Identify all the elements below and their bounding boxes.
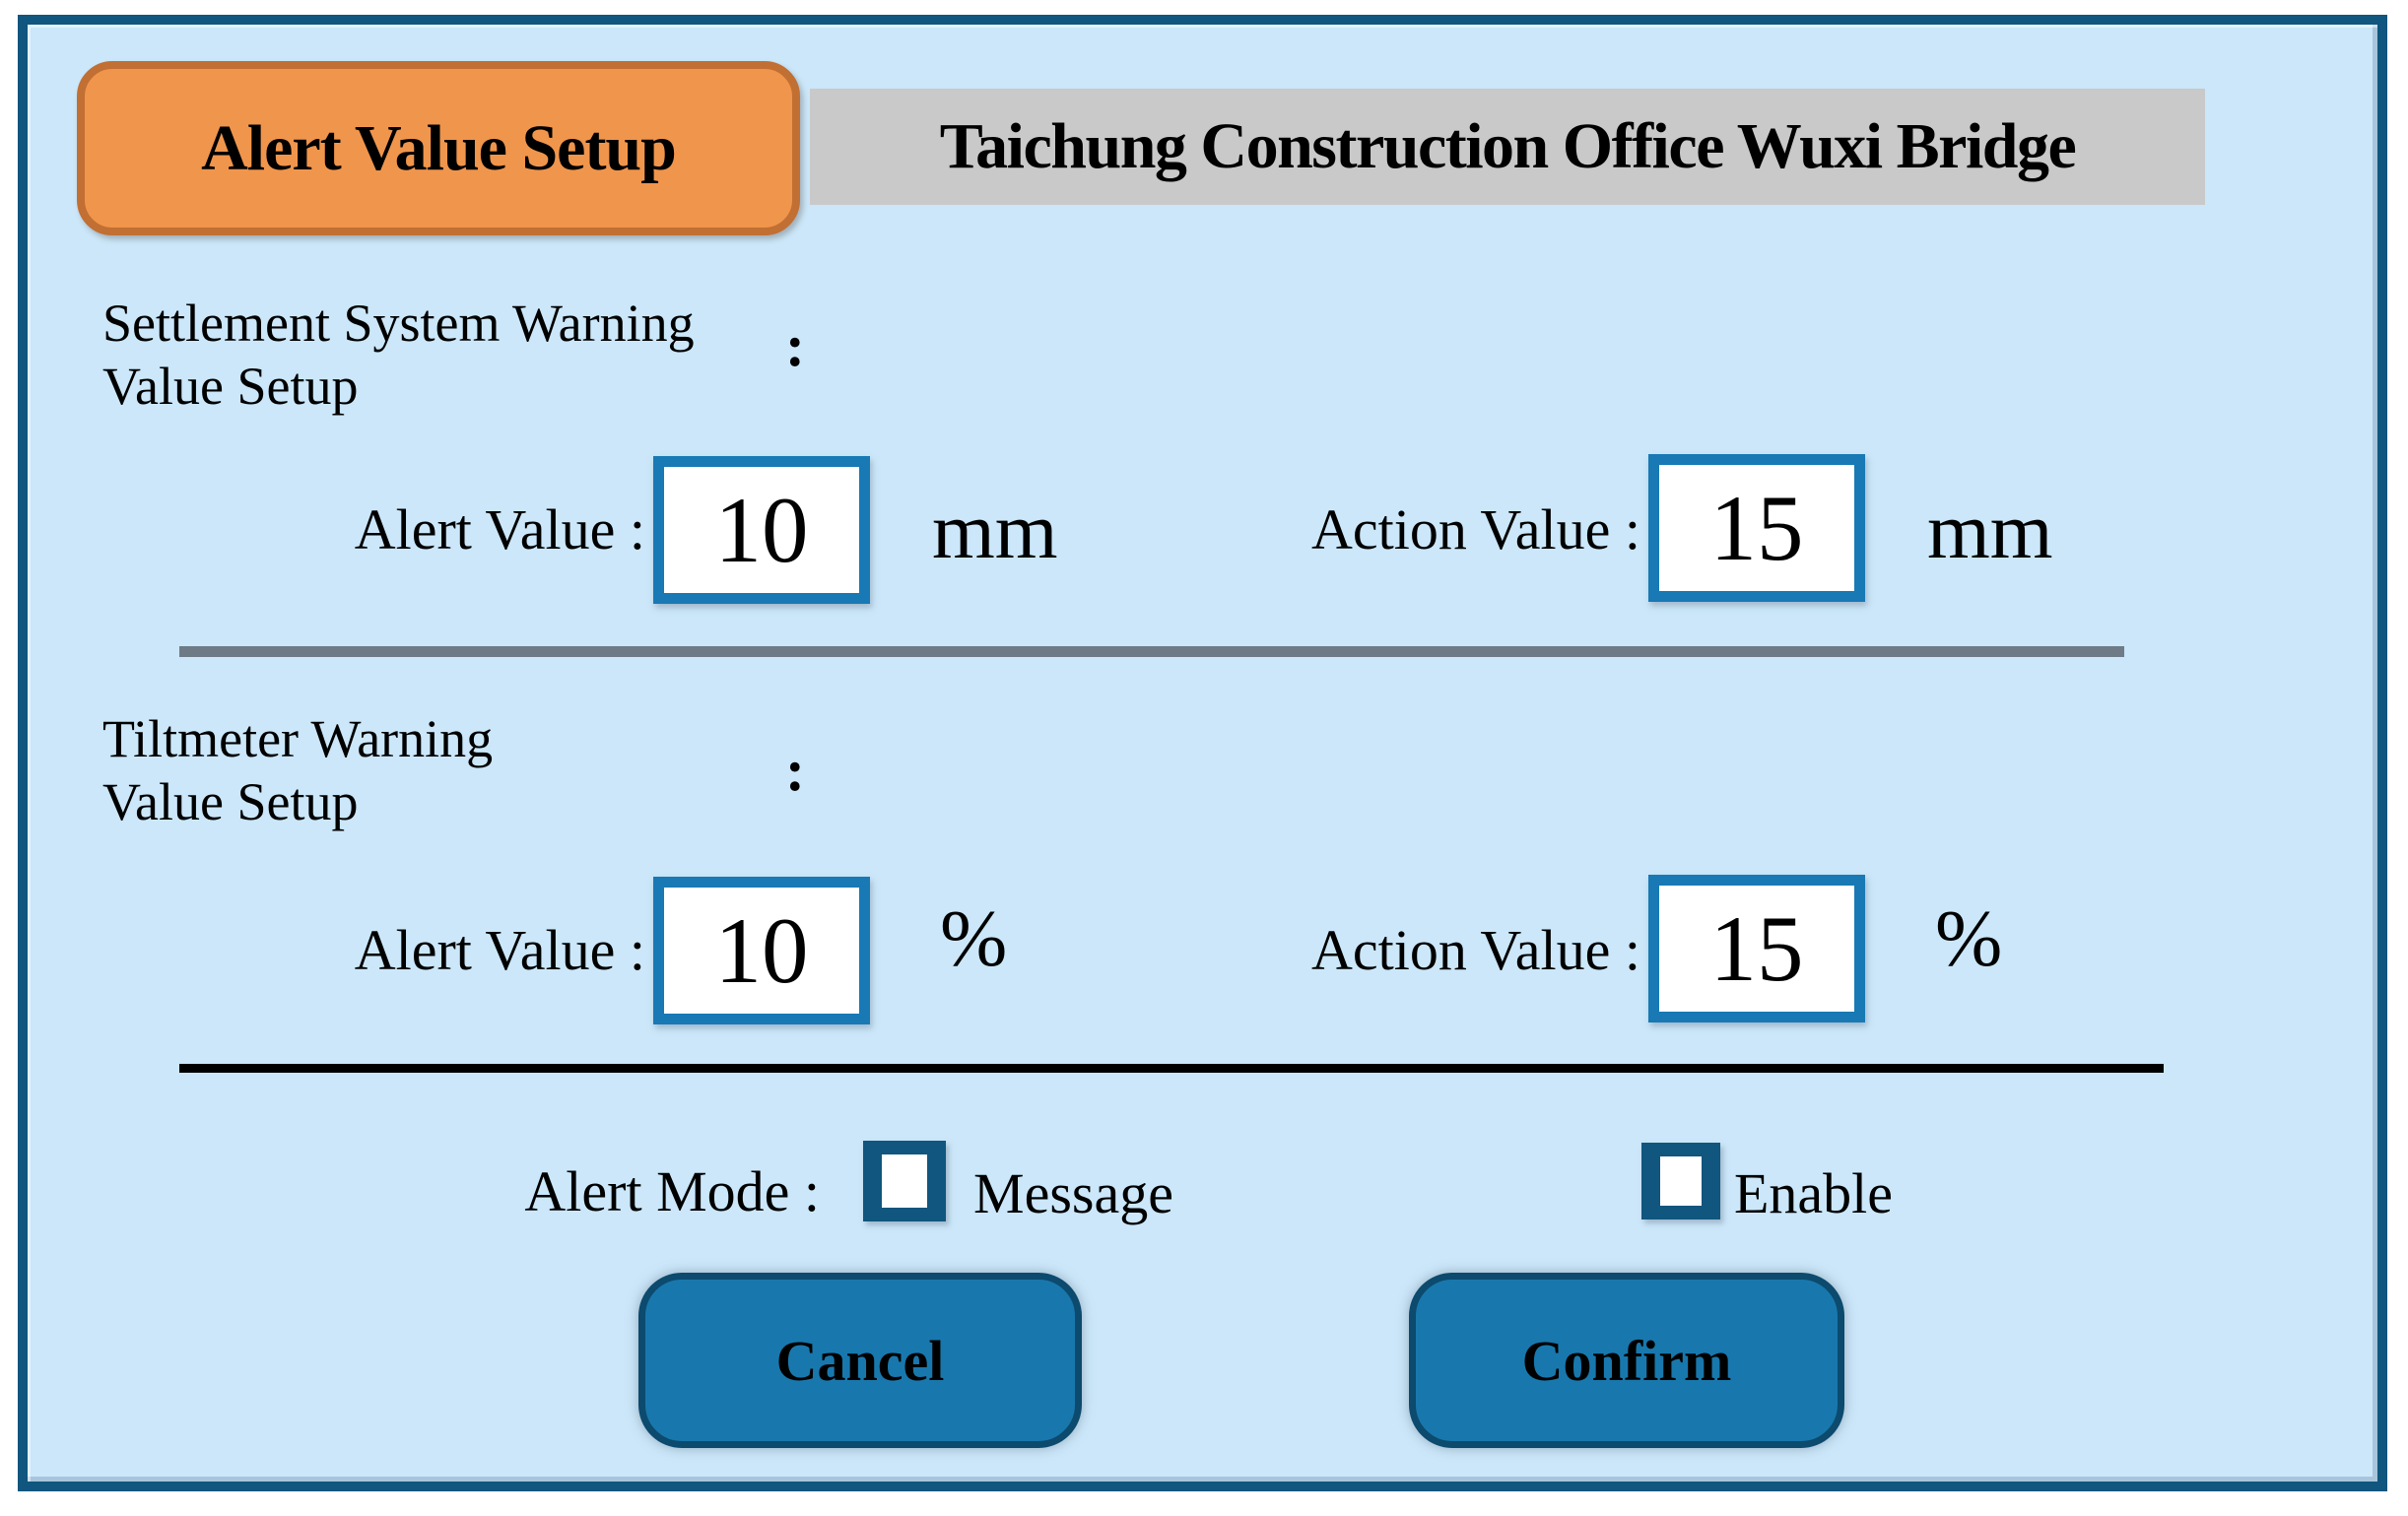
tiltmeter-alert-value-label: Alert Value : [354,918,645,982]
tiltmeter-heading-line1: Tiltmeter Warning [102,709,494,768]
tiltmeter-action-value-input[interactable] [1648,875,1865,1022]
tiltmeter-action-value-unit: % [1935,893,2003,983]
settlement-action-value-unit: mm [1927,486,2053,575]
message-checkbox-label: Message [973,1161,1173,1225]
settlement-alert-value-label: Alert Value : [354,497,645,561]
section-divider-bottom [179,1064,2164,1073]
tiltmeter-action-value-label: Action Value : [1311,918,1640,982]
tiltmeter-heading-line2: Value Setup [102,772,359,831]
settlement-alert-value-input[interactable] [653,456,870,604]
tiltmeter-alert-value-unit: % [940,893,1008,983]
alert-value-setup-tab[interactable]: Alert Value Setup [77,61,800,235]
tiltmeter-section-heading: Tiltmeter Warning Value Setup [102,707,493,833]
enable-checkbox-label: Enable [1734,1161,1894,1225]
enable-checkbox[interactable] [1641,1143,1720,1219]
message-checkbox[interactable] [863,1141,946,1221]
cancel-button[interactable]: Cancel [638,1273,1082,1448]
settlement-action-value-label: Action Value : [1311,497,1640,561]
settlement-action-value-input[interactable] [1648,454,1865,602]
settlement-heading-line2: Value Setup [102,357,359,416]
settlement-heading-line1: Settlement System Warning [102,294,695,353]
alert-mode-label: Alert Mode : [524,1159,820,1223]
settlement-heading-colon: : [785,313,805,378]
settlement-section-heading: Settlement System Warning Value Setup [102,292,695,418]
alert-value-setup-dialog [18,15,2387,1491]
settlement-alert-value-unit: mm [932,486,1058,575]
tiltmeter-alert-value-input[interactable] [653,877,870,1024]
section-divider-top [179,646,2124,657]
confirm-button[interactable]: Confirm [1409,1273,1844,1448]
window-title: Taichung Construction Office Wuxi Bridge [810,89,2205,205]
tiltmeter-heading-colon: : [785,738,805,803]
